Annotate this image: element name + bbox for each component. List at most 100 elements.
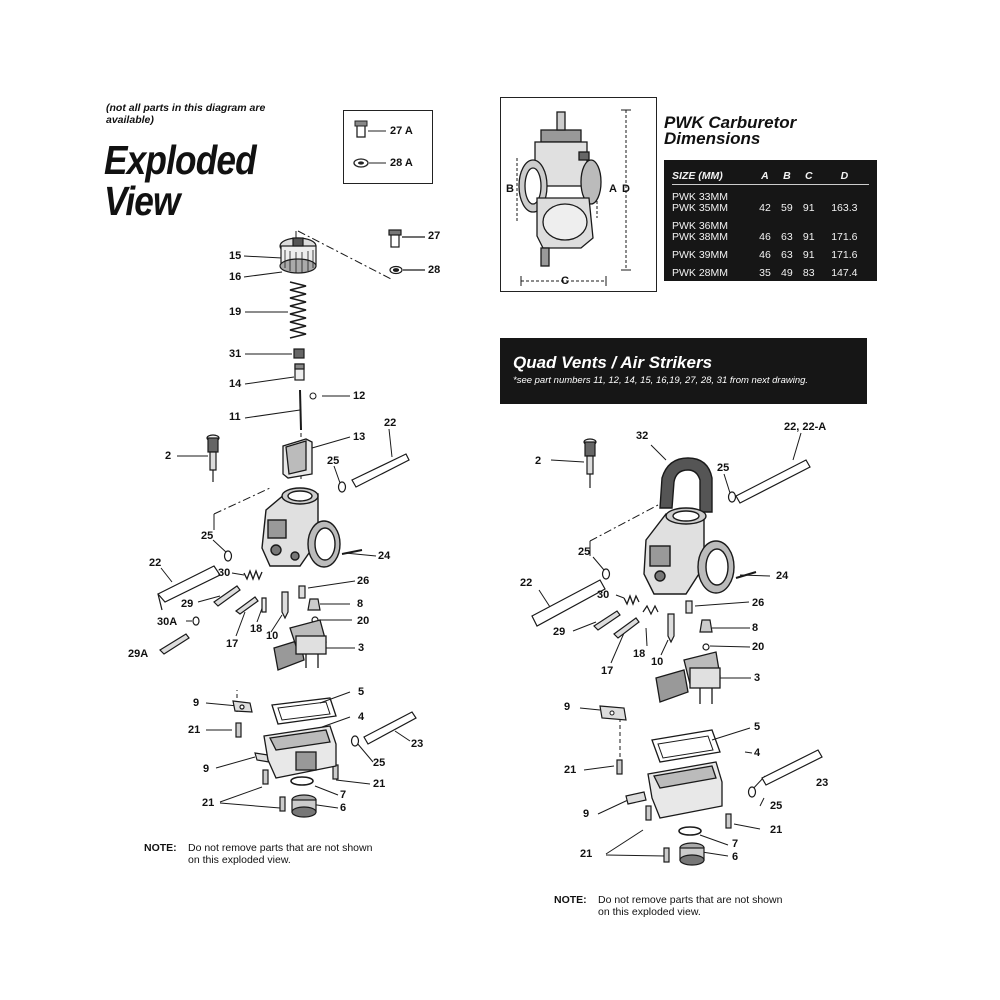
left-label-14: 14 xyxy=(229,378,242,390)
left-label-24: 24 xyxy=(378,550,391,562)
left-label-22-top: 22 xyxy=(384,417,397,429)
quad-label-10: 10 xyxy=(651,656,664,668)
label-27a: 27 A xyxy=(390,125,413,137)
quad-note-label: NOTE: xyxy=(554,894,587,906)
cell-a: 46 xyxy=(759,249,771,261)
col-c: C xyxy=(797,160,820,185)
table-row: PWK 39MM 46 63 91 171.6 xyxy=(672,243,869,261)
left-label-7: 7 xyxy=(340,789,347,801)
left-label-27: 27 xyxy=(428,230,441,242)
exploded-view-title: Exploded View xyxy=(104,137,257,224)
dimensions-title: PWK Carburetor Dimensions xyxy=(664,113,864,147)
left-label-8: 8 xyxy=(357,598,364,610)
col-d: D xyxy=(819,160,869,185)
left-label-30a: 30A xyxy=(157,616,178,628)
cell-c: 91 xyxy=(802,202,815,214)
cell-d: 171.6 xyxy=(831,249,858,261)
left-label-10: 10 xyxy=(266,630,279,642)
left-label-9-top: 9 xyxy=(193,697,200,709)
quad-label-22-left: 22 xyxy=(520,577,533,589)
quad-label-17: 17 xyxy=(601,665,614,677)
quad-label-25-mid: 25 xyxy=(578,546,591,558)
title-line-2: View xyxy=(104,178,180,224)
quad-label-3: 3 xyxy=(754,672,761,684)
left-label-3: 3 xyxy=(358,642,365,654)
left-label-25-top: 25 xyxy=(327,455,340,467)
left-label-19: 19 xyxy=(229,306,242,318)
quad-label-24: 24 xyxy=(776,570,789,582)
dimensions-header-row: SIZE (MM) A B C D xyxy=(672,160,869,185)
quad-label-21-bottom: 21 xyxy=(580,848,593,860)
left-label-21-right: 21 xyxy=(373,778,386,790)
left-label-18: 18 xyxy=(250,623,263,635)
left-label-23: 23 xyxy=(411,738,424,750)
left-label-16: 16 xyxy=(229,271,242,283)
cell-d: 163.3 xyxy=(831,202,858,214)
cell-b: 63 xyxy=(781,231,793,243)
quad-label-6: 6 xyxy=(732,851,739,863)
col-size: SIZE (MM) xyxy=(672,160,754,185)
quad-label-20: 20 xyxy=(752,641,765,653)
quad-label-9-top: 9 xyxy=(564,701,571,713)
quad-label-18: 18 xyxy=(633,648,646,660)
left-label-11: 11 xyxy=(229,411,241,423)
left-label-25-mid: 25 xyxy=(201,530,214,542)
left-label-20: 20 xyxy=(357,615,370,627)
cell-a: 42 xyxy=(759,202,771,214)
quad-label-22-22a: 22, 22-A xyxy=(784,421,827,433)
left-label-29a: 29A xyxy=(128,648,149,660)
quad-label-7: 7 xyxy=(732,838,739,850)
left-label-22-left: 22 xyxy=(149,557,162,569)
size-top: PWK 36MM xyxy=(672,220,729,232)
title-line-1: Exploded xyxy=(104,137,257,183)
dimension-carb-drawing xyxy=(516,109,631,286)
left-note: NOTE:Do not remove parts that are not sh… xyxy=(144,842,404,866)
quad-label-2: 2 xyxy=(535,455,542,467)
cell-c: 83 xyxy=(802,267,815,279)
size-main: PWK 35MM xyxy=(672,202,729,214)
left-label-30: 30 xyxy=(218,567,231,579)
left-label-28: 28 xyxy=(428,264,441,276)
inset-parts-drawing xyxy=(353,120,386,168)
quad-note-line-2: on this exploded view. xyxy=(598,906,701,918)
quad-label-25-top: 25 xyxy=(717,462,730,474)
dim-letter-c: C xyxy=(561,275,569,287)
left-label-15: 15 xyxy=(229,250,242,262)
dim-letter-a: A xyxy=(609,183,617,195)
left-label-2: 2 xyxy=(165,450,172,462)
left-label-26: 26 xyxy=(357,575,370,587)
left-label-6: 6 xyxy=(340,802,347,814)
dim-letter-b: B xyxy=(506,183,514,195)
cell-c: 91 xyxy=(802,231,815,243)
quad-note: NOTE:Do not remove parts that are not sh… xyxy=(554,894,824,918)
dim-letter-d: D xyxy=(622,183,630,195)
cell-b: 63 xyxy=(781,249,793,261)
inset-part-box: 27 A 28 A xyxy=(343,110,433,184)
cell-b: 59 xyxy=(781,202,793,214)
cell-b: 49 xyxy=(781,267,793,279)
quad-label-29: 29 xyxy=(553,626,566,638)
dimensions-title-line-1: PWK Carburetor xyxy=(664,113,797,132)
cell-d: 171.6 xyxy=(831,231,858,243)
quad-vents-banner: Quad Vents / Air Strikers *see part numb… xyxy=(500,338,867,404)
left-label-31: 31 xyxy=(229,348,242,360)
left-label-17: 17 xyxy=(226,638,239,650)
left-note-line-2: on this exploded view. xyxy=(188,854,291,866)
left-label-12: 12 xyxy=(353,390,366,402)
quad-label-23: 23 xyxy=(816,777,829,789)
left-label-9-bottom: 9 xyxy=(203,763,210,775)
left-label-29: 29 xyxy=(181,598,194,610)
quad-label-5: 5 xyxy=(754,721,761,733)
left-label-5: 5 xyxy=(358,686,365,698)
size-cell: PWK 28MM xyxy=(672,267,729,279)
quad-label-30: 30 xyxy=(597,589,610,601)
size-main: PWK 38MM xyxy=(672,231,729,243)
quad-label-21-top: 21 xyxy=(564,764,577,776)
quad-label-21-right: 21 xyxy=(770,824,783,836)
cell-c: 91 xyxy=(802,249,815,261)
